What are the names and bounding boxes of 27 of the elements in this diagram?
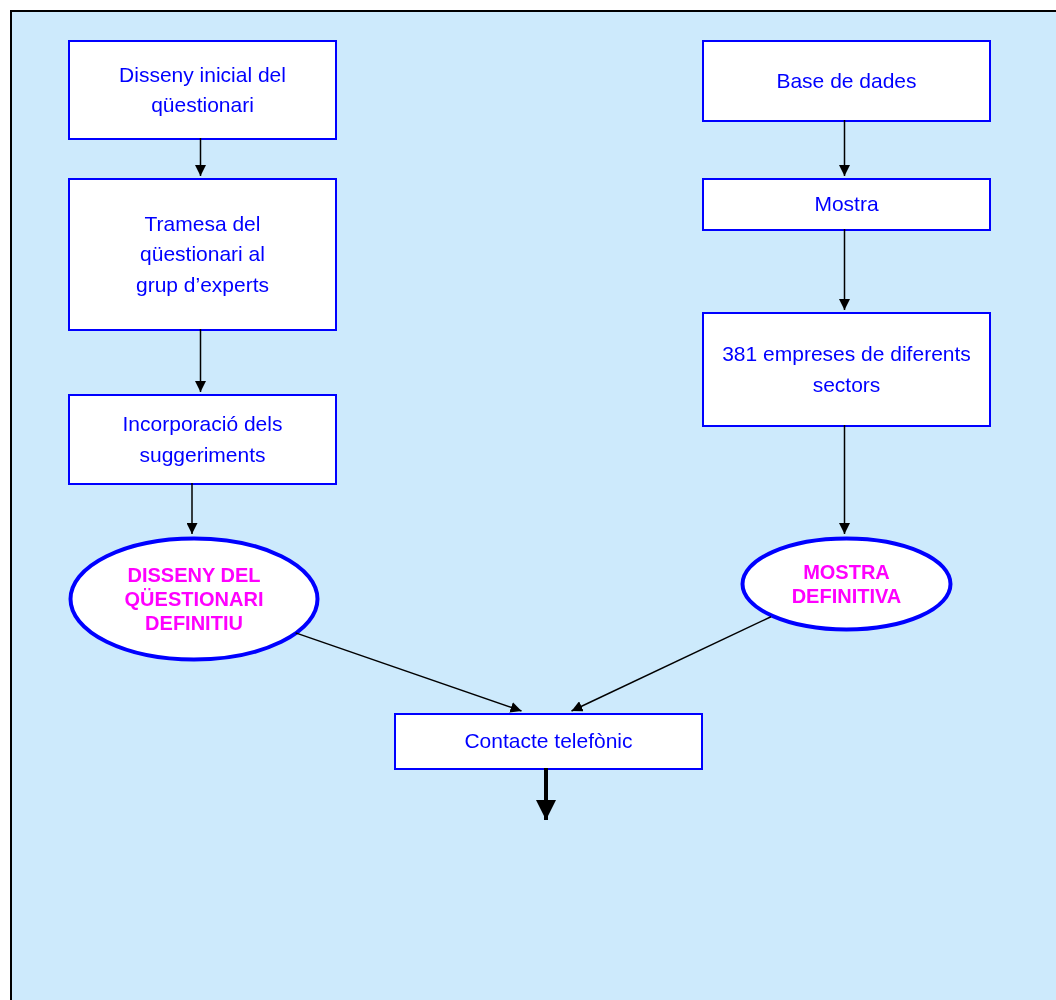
arrow bbox=[839, 424, 850, 535]
arrow bbox=[186, 482, 198, 535]
arrow bbox=[570, 616, 772, 712]
node-label: DISSENY DEL QÜESTIONARI DEFINITIU bbox=[123, 563, 265, 635]
arrow bbox=[294, 632, 523, 713]
arrow bbox=[195, 137, 206, 177]
terminal-ellipse bbox=[68, 536, 320, 662]
arrow bbox=[839, 119, 850, 177]
arrow bbox=[195, 328, 206, 393]
node-label: 381 empreses de diferents sectors bbox=[721, 341, 972, 398]
process-box bbox=[702, 178, 991, 231]
process-box bbox=[68, 178, 337, 331]
node-label: MOSTRA DEFINITIVA bbox=[790, 560, 903, 608]
process-box bbox=[394, 713, 703, 770]
node-label: Tramesa del qüestionari al grup d’experts bbox=[134, 210, 271, 298]
node-label: Base de dades bbox=[775, 67, 918, 94]
process-box bbox=[702, 312, 991, 427]
node-label: Mostra bbox=[813, 191, 880, 218]
process-box bbox=[702, 40, 991, 122]
node-label: Disseny inicial del qüestionari bbox=[118, 61, 287, 118]
arrow bbox=[536, 768, 556, 820]
terminal-ellipse bbox=[740, 536, 953, 632]
arrow bbox=[839, 228, 850, 311]
node-label: Contacte telefònic bbox=[463, 728, 634, 755]
process-box bbox=[68, 394, 337, 485]
node-label: Incorporació dels suggeriments bbox=[121, 411, 284, 468]
process-box bbox=[68, 40, 337, 140]
